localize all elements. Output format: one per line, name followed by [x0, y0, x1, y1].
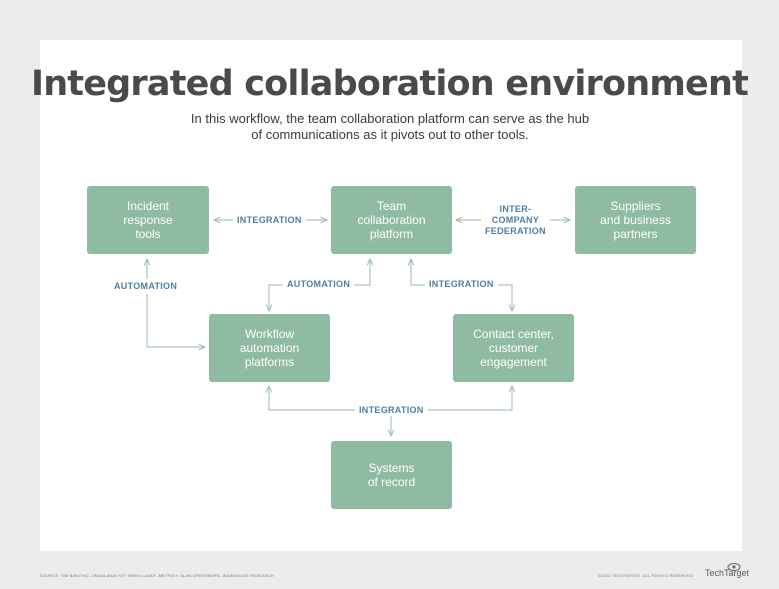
subtitle-line-1: In this workflow, the team collaboration…: [190, 111, 590, 126]
node-systems-of-record: Systems of record: [331, 441, 452, 509]
edge-label-bottom-integration: INTEGRATION: [355, 405, 428, 416]
node-incident-response-tools: Incident response tools: [87, 186, 209, 254]
techtarget-logo-icon: [727, 559, 741, 577]
copyright-note: ©2020 TECHTARGET. ALL RIGHTS RESERVED: [598, 573, 693, 578]
node-label: Suppliers and business partners: [600, 199, 671, 241]
node-team-collaboration-platform: Team collaboration platform: [331, 186, 452, 254]
node-label: Incident response tools: [123, 199, 173, 241]
node-label: Workflow automation platforms: [239, 327, 300, 369]
edge-label-team-suppliers: INTER- COMPANY FEDERATION: [481, 204, 550, 237]
techtarget-brand: TechTarget: [705, 568, 750, 578]
edge-label-team-contact: INTEGRATION: [425, 279, 498, 290]
diagram-title: Integrated collaboration environment: [30, 64, 749, 104]
node-contact-center: Contact center, customer engagement: [453, 314, 574, 382]
edge-label-incident-team: INTEGRATION: [233, 215, 306, 226]
node-label: Systems of record: [367, 461, 416, 489]
diagram-subtitle: In this workflow, the team collaboration…: [150, 111, 630, 143]
node-label: Team collaboration platform: [357, 199, 426, 241]
node-workflow-automation: Workflow automation platforms: [209, 314, 330, 382]
edge-label-incident-workflow: AUTOMATION: [110, 279, 182, 294]
node-label: Contact center, customer engagement: [473, 327, 554, 369]
subtitle-line-2: of communications as it pivots out to ot…: [251, 127, 529, 142]
edge-incident-workflow: [147, 259, 205, 347]
node-suppliers-partners: Suppliers and business partners: [575, 186, 696, 254]
source-note: SOURCE: TIM BANTING, OMDIA ANALYST; IRWI…: [40, 573, 275, 578]
edge-label-team-workflow: AUTOMATION: [283, 279, 355, 290]
